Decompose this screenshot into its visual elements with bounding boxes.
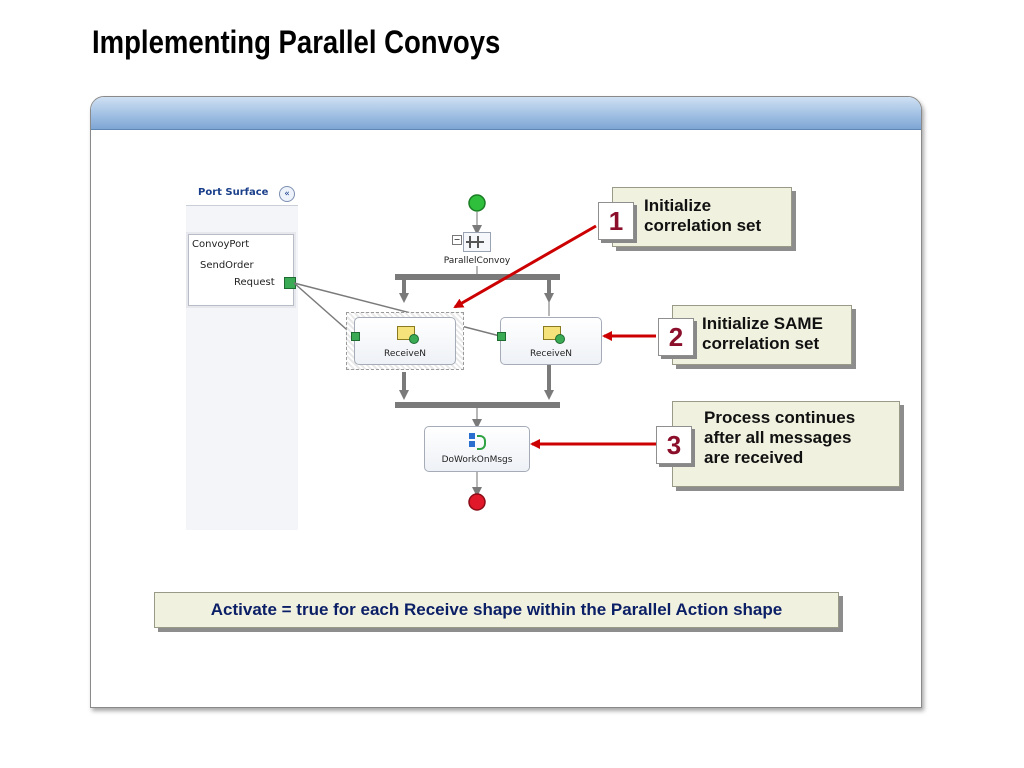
work-shape-label: DoWorkOnMsgs bbox=[441, 455, 513, 465]
double-chevron-left-icon[interactable]: « bbox=[279, 186, 295, 202]
receive-envelope-icon bbox=[397, 326, 419, 344]
callout-3-box bbox=[672, 401, 900, 487]
parallel-join-bar bbox=[395, 402, 560, 408]
callout-2-text: Initialize SAME correlation set bbox=[702, 314, 823, 353]
receive-shape-left[interactable]: ReceiveN bbox=[354, 317, 456, 365]
activate-note-text: Activate = true for each Receive shape w… bbox=[210, 600, 783, 619]
activate-note-box: Activate = true for each Receive shape w… bbox=[154, 592, 839, 628]
receive-left-port-connector[interactable] bbox=[351, 332, 360, 341]
callout-1-number: 1 bbox=[598, 202, 634, 240]
receive-envelope-icon bbox=[543, 326, 565, 344]
parallel-shape-label: ParallelConvoy bbox=[443, 256, 511, 266]
frame-header-bar bbox=[91, 97, 921, 130]
callout-1-arrow bbox=[453, 224, 597, 309]
receive-left-label: ReceiveN bbox=[384, 349, 426, 359]
parallel-shape-icon[interactable]: − bbox=[452, 232, 491, 252]
port-surface-header bbox=[186, 183, 298, 206]
start-shape bbox=[468, 194, 486, 212]
receive-right-port-connector[interactable] bbox=[497, 332, 506, 341]
callout-1-box bbox=[612, 187, 792, 247]
work-shape[interactable]: DoWorkOnMsgs bbox=[424, 426, 530, 472]
port-message: Request bbox=[234, 277, 275, 288]
port-link-right bbox=[293, 282, 501, 337]
callout-2-number: 2 bbox=[658, 318, 694, 356]
port-name: ConvoyPort bbox=[192, 239, 250, 250]
page-title: Implementing Parallel Convoys bbox=[92, 24, 501, 60]
parallel-split-bar bbox=[395, 274, 560, 280]
receive-right-label: ReceiveN bbox=[530, 349, 572, 359]
callout-3-number: 3 bbox=[656, 426, 692, 464]
port-link-left bbox=[293, 282, 355, 337]
receive-shape-right[interactable]: ReceiveN bbox=[500, 317, 602, 365]
construct-message-icon bbox=[469, 433, 486, 450]
port-operation: SendOrder bbox=[200, 260, 254, 271]
callout-2-box bbox=[672, 305, 852, 365]
callout-3-text: Process continues after all messages are… bbox=[704, 408, 856, 467]
port-box[interactable] bbox=[188, 234, 294, 306]
callout-1-text: Initialize correlation set bbox=[644, 196, 762, 235]
end-shape bbox=[468, 493, 486, 511]
port-surface-title: Port Surface bbox=[198, 187, 269, 198]
